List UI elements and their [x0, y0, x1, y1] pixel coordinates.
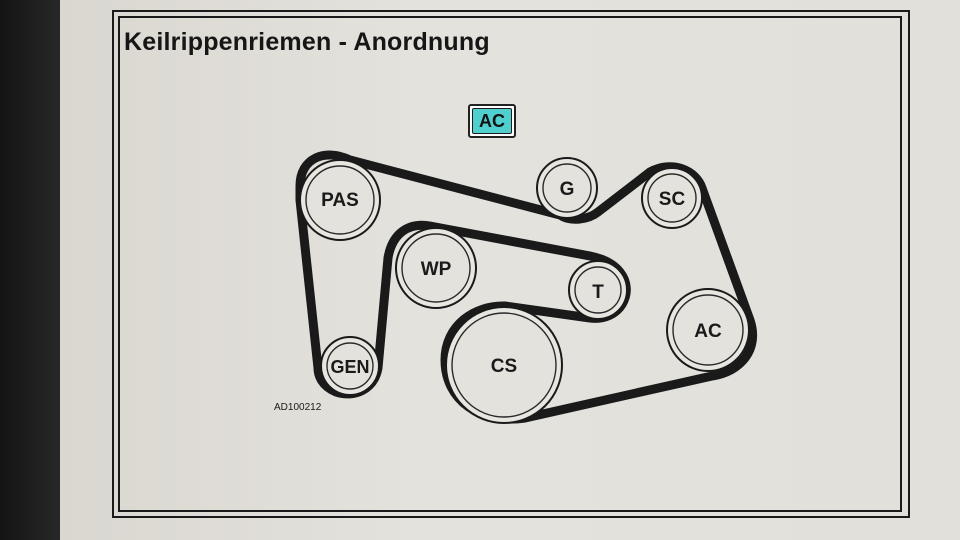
- pulley-label-wp: WP: [421, 259, 452, 280]
- screen-area: [60, 0, 960, 540]
- pulley-cs[interactable]: CS: [445, 306, 563, 424]
- serpentine-belt: [295, 150, 758, 424]
- page-title: Keilrippenriemen - Anordnung: [124, 28, 490, 56]
- pulley-gen[interactable]: GEN: [320, 336, 380, 396]
- pulley-label-t: T: [592, 282, 604, 303]
- pulley-label-sc: SC: [659, 189, 686, 210]
- diagram-code: AD100212: [274, 402, 322, 413]
- pulley-wp[interactable]: WP: [395, 227, 477, 309]
- ac-highlight-tag[interactable]: AC: [468, 104, 516, 138]
- diagram-frame-outer: [112, 10, 910, 518]
- pulley-label-cs: CS: [491, 356, 517, 377]
- pulley-label-g: G: [560, 179, 575, 200]
- pulley-pas[interactable]: PAS: [299, 159, 381, 241]
- diagram-frame-inner: [118, 16, 902, 512]
- pulley-label-ac: AC: [694, 321, 722, 342]
- pulley-t[interactable]: T: [568, 260, 628, 320]
- pulley-label-gen: GEN: [330, 357, 369, 377]
- pulley-g[interactable]: G: [536, 157, 598, 219]
- pulley-label-pas: PAS: [321, 190, 359, 211]
- pulley-sc[interactable]: SC: [641, 167, 703, 229]
- pulley-ac[interactable]: AC: [666, 288, 750, 372]
- ac-highlight-tag-label: AC: [472, 108, 512, 134]
